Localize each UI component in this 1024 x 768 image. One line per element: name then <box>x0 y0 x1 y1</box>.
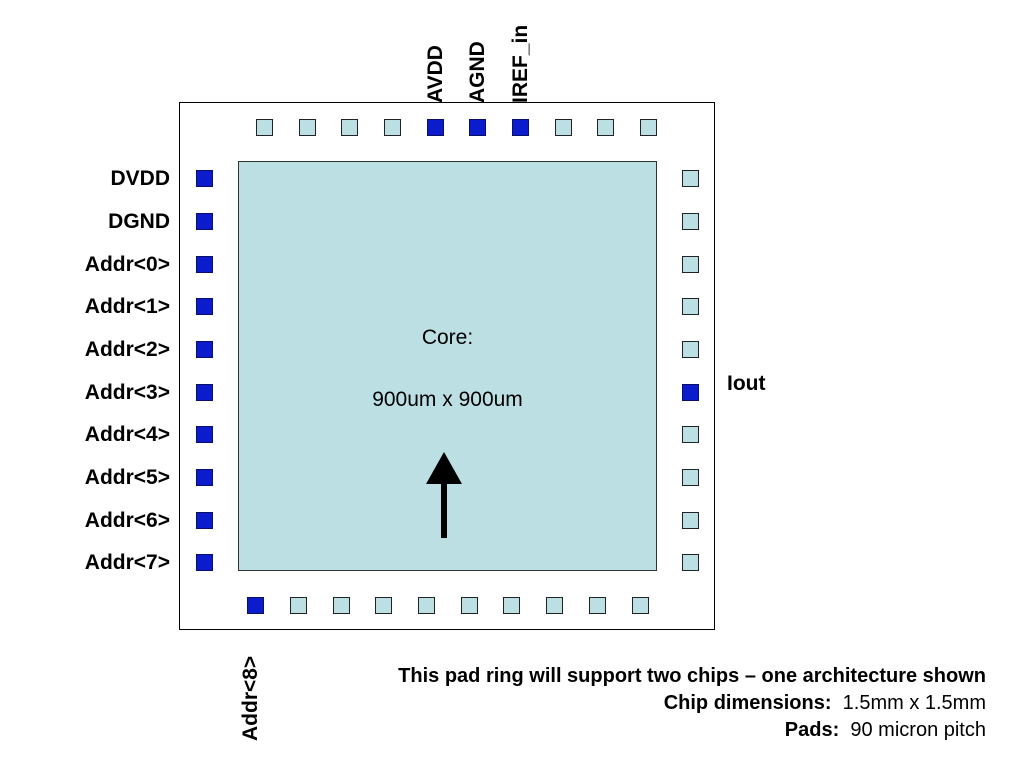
core-title: Core: <box>421 326 474 349</box>
pad-top-1 <box>256 119 273 136</box>
pad-top-avdd <box>427 119 444 136</box>
label-addr5: Addr<5> <box>84 466 170 489</box>
pad-bottom-3 <box>333 597 350 614</box>
pad-right-10 <box>682 554 699 571</box>
label-addr2: Addr<2> <box>84 338 170 361</box>
pad-right-8 <box>682 469 699 486</box>
pad-top-4 <box>384 119 401 136</box>
label-avdd: AVDD <box>424 45 447 103</box>
pad-bottom-8 <box>546 597 563 614</box>
pad-bottom-4 <box>375 597 392 614</box>
pad-left-addr2 <box>196 341 213 358</box>
pad-right-9 <box>682 512 699 529</box>
pad-top-10 <box>640 119 657 136</box>
pad-top-iref <box>512 119 529 136</box>
pad-left-dvdd <box>196 170 213 187</box>
pad-top-agnd <box>469 119 486 136</box>
core-region <box>238 161 657 571</box>
label-addr6: Addr<6> <box>84 509 170 532</box>
pad-right-1 <box>682 170 699 187</box>
pad-left-dgnd <box>196 213 213 230</box>
pad-left-addr4 <box>196 426 213 443</box>
orientation-arrow-icon <box>426 452 462 538</box>
pad-left-addr7 <box>196 554 213 571</box>
label-addr0: Addr<0> <box>84 253 170 276</box>
pad-top-8 <box>555 119 572 136</box>
pad-bottom-addr8 <box>247 597 264 614</box>
pad-top-3 <box>341 119 358 136</box>
pad-right-7 <box>682 426 699 443</box>
pad-bottom-2 <box>290 597 307 614</box>
pad-bottom-9 <box>589 597 606 614</box>
pad-right-2 <box>682 213 699 230</box>
pad-bottom-6 <box>461 597 478 614</box>
pad-right-iout <box>682 384 699 401</box>
pad-top-9 <box>597 119 614 136</box>
pad-right-5 <box>682 341 699 358</box>
core-size: 900um x 900um <box>372 388 523 411</box>
label-iref-in: IREF_in <box>509 24 532 103</box>
pad-bottom-7 <box>503 597 520 614</box>
pad-bottom-10 <box>632 597 649 614</box>
pad-left-addr3 <box>196 384 213 401</box>
pad-left-addr1 <box>196 298 213 315</box>
note-dims-label: Chip dimensions: <box>663 692 832 714</box>
label-addr7: Addr<7> <box>84 551 170 574</box>
pad-left-addr5 <box>196 469 213 486</box>
note-architecture: This pad ring will support two chips – o… <box>398 665 986 687</box>
note-pads-label: Pads: <box>784 719 840 741</box>
pad-right-4 <box>682 298 699 315</box>
note-pads-value: 90 micron pitch <box>850 719 986 741</box>
label-agnd: AGND <box>466 41 489 103</box>
pad-bottom-5 <box>418 597 435 614</box>
label-iout: Iout <box>727 372 766 395</box>
label-addr1: Addr<1> <box>84 295 170 318</box>
pad-left-addr0 <box>196 256 213 273</box>
pad-right-3 <box>682 256 699 273</box>
pad-left-addr6 <box>196 512 213 529</box>
label-addr4: Addr<4> <box>84 423 170 446</box>
label-dvdd: DVDD <box>110 167 170 190</box>
pad-top-2 <box>299 119 316 136</box>
label-addr8: Addr<8> <box>239 655 262 741</box>
note-dims-value: 1.5mm x 1.5mm <box>842 692 986 714</box>
label-dgnd: DGND <box>108 210 170 233</box>
label-addr3: Addr<3> <box>84 381 170 404</box>
notes-block: This pad ring will support two chips – o… <box>398 663 986 744</box>
